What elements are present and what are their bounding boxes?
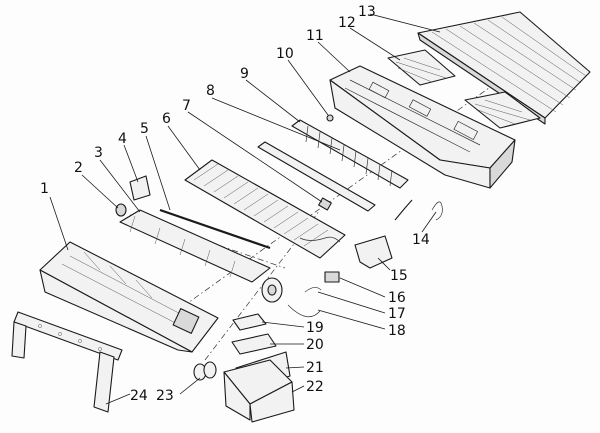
callout-24: 24 [130,388,148,404]
mounting-plate-top [13,311,123,361]
callout-21: 21 [306,360,324,376]
evaporator-fins [193,163,329,247]
callout-labels: 1 2 3 4 5 6 7 8 9 10 11 12 13 14 15 16 1… [40,4,430,404]
callout-12: 12 [338,15,356,31]
motor-clamp-right [203,361,217,379]
callout-13: 13 [358,4,376,20]
part-motor-clamp [193,361,217,381]
part-crossflow-fan [119,209,271,283]
callout-16: 16 [388,290,406,306]
callout-22: 22 [306,379,324,395]
part-swing-motor-cable [431,201,443,221]
callout-9: 9 [240,66,249,82]
callout-15: 15 [390,268,408,284]
part-air-filters [387,49,541,129]
part-electrical-cover [354,235,393,269]
callout-20: 20 [306,337,324,353]
air-filter-left [387,49,456,86]
callout-23: 23 [156,388,174,404]
callout-18: 18 [388,323,406,339]
part-wall-mounting-plate [11,311,123,413]
part-temperature-sensor [304,287,322,293]
part-louver-assembly [291,119,413,221]
callout-11: 11 [306,28,324,44]
callout-1: 1 [40,181,49,197]
callout-8: 8 [206,83,215,99]
front-frame-grille [344,79,481,153]
callout-19: 19 [306,320,324,336]
part-bearing [115,203,127,217]
callout-7: 7 [182,98,191,114]
part-fan-motor [261,277,283,303]
callout-3: 3 [94,145,103,161]
part-terminal-block [324,271,340,283]
callout-17: 17 [388,306,406,322]
control-box-side [223,371,251,421]
mounting-plate-right-leg [93,351,115,413]
callout-4: 4 [118,131,127,147]
part-horizontal-vane [257,141,376,212]
callout-leaders [49,13,441,405]
part-front-frame [329,65,516,189]
callout-14: 14 [412,232,430,248]
control-box-front [249,381,295,423]
fan-motor-hub [267,284,277,296]
air-filter-right [464,91,541,129]
chassis-front [39,269,193,353]
evaporator-pipes [299,236,341,243]
callout-5: 5 [140,121,149,137]
front-frame-end [489,139,516,189]
part-small-bracket [318,197,332,211]
part-shaft-rod [159,208,271,250]
part-display-board [232,313,267,331]
callout-6: 6 [162,111,171,127]
louver-link [394,199,413,221]
callout-10: 10 [276,46,294,62]
part-base-chassis [39,241,219,353]
chassis-ribs [61,251,193,329]
part-screw [326,114,334,122]
part-sensor-wire [287,304,321,318]
fan-cylinder [119,209,271,283]
part-control-box [223,351,295,423]
callout-2: 2 [74,160,83,176]
part-evaporator [184,159,346,259]
vane-blade [257,141,376,212]
part-bearing-holder [129,175,151,201]
chassis-motor-mount [172,308,200,334]
part-board-cover [231,333,277,355]
mounting-plate-left-leg [11,321,27,359]
front-panel-slats [431,16,587,113]
